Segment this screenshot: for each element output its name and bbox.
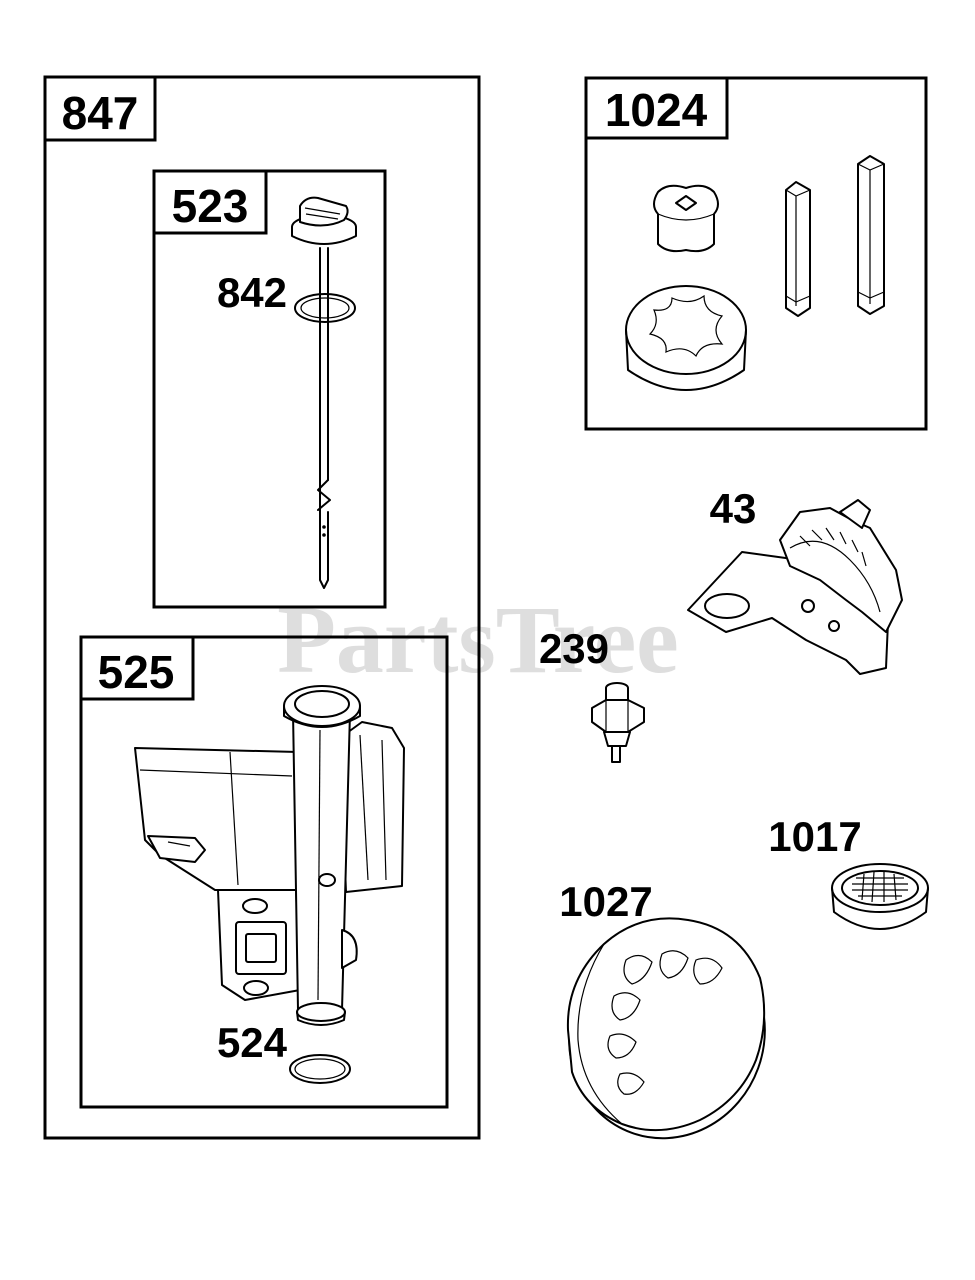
dipstick-part[interactable]	[291, 196, 357, 589]
group-525-tag	[79, 635, 195, 701]
group-1024-tag	[584, 76, 729, 140]
inner-rotor-part[interactable]	[653, 184, 719, 253]
group-523-tag	[152, 169, 268, 235]
group-525-frame	[79, 635, 449, 1109]
pump-pin-long-part[interactable]	[857, 155, 885, 315]
part-1027[interactable]: 1027	[540, 878, 793, 1166]
group-847-label: 847	[62, 87, 139, 139]
oil-fill-tube-part[interactable]	[134, 685, 405, 1026]
group-847-frame	[43, 75, 481, 1140]
callout-43: 43	[710, 485, 757, 532]
callout-1017: 1017	[768, 813, 861, 860]
pump-pin-short-part[interactable]	[785, 181, 811, 317]
outer-rotor-part[interactable]	[625, 285, 747, 391]
group-523[interactable]: 523 842	[152, 169, 387, 609]
group-1024[interactable]: 1024	[584, 76, 928, 431]
group-1024-label: 1024	[605, 84, 708, 136]
group-525-label: 525	[98, 646, 175, 698]
callout-842: 842	[217, 269, 287, 316]
part-239[interactable]: 239	[539, 625, 645, 763]
group-525[interactable]: 525	[79, 635, 449, 1109]
o-ring-842-part[interactable]	[294, 293, 356, 323]
group-523-frame	[152, 169, 387, 609]
group-523-label: 523	[172, 180, 249, 232]
callout-239: 239	[539, 625, 609, 672]
group-847[interactable]: 847	[43, 75, 481, 1140]
callout-1027: 1027	[559, 878, 652, 925]
callout-524: 524	[217, 1019, 288, 1066]
group-847-tag	[43, 75, 157, 142]
part-1017[interactable]: 1017	[768, 813, 929, 930]
part-43[interactable]: 43	[687, 485, 903, 675]
group-1024-frame	[584, 76, 928, 431]
o-ring-524-part[interactable]	[289, 1054, 351, 1084]
